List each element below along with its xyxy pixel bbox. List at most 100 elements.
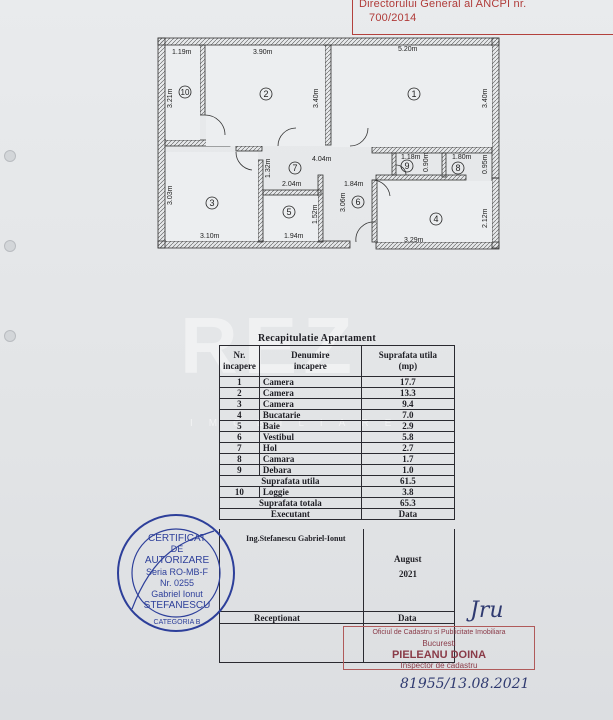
- stamp-line7: STEFANESCU: [143, 600, 211, 611]
- wall-hol-5: [262, 189, 322, 196]
- stamp-line5: Nr. 0255: [159, 578, 195, 588]
- dimension-label: 3.40m: [482, 88, 489, 108]
- binder-hole: [4, 150, 16, 162]
- cell-name: Bucatarie: [258, 409, 362, 421]
- divider: [363, 611, 364, 662]
- header-name: Denumire incapere: [258, 345, 362, 377]
- cell-area: 3.8: [360, 486, 455, 498]
- cell-nr: 6: [219, 431, 260, 443]
- cell-name: Baie: [258, 420, 362, 432]
- dimension-label: 1.52m: [312, 204, 319, 224]
- room-number: 8: [455, 163, 460, 173]
- cell-nr: 5: [219, 420, 260, 432]
- cell-area: 1.7: [360, 453, 455, 465]
- handwritten-signature: Jru: [470, 598, 504, 623]
- dimension-label: 1.94m: [284, 233, 304, 240]
- binder-holes: [4, 150, 18, 410]
- dimension-label: 3.10m: [200, 233, 220, 240]
- cell-nr: 4: [219, 409, 260, 421]
- cell-nr: 1: [219, 376, 260, 388]
- handwritten-registration-number: 81955/13.08.2021: [400, 676, 530, 692]
- cell-nr: 3: [219, 398, 260, 410]
- date-month: August: [394, 554, 422, 564]
- useful-area-value: 61.5: [360, 475, 455, 487]
- total-area-row: Suprafata totala 65.3: [219, 497, 455, 509]
- wall-bottom-right: [375, 241, 500, 250]
- room-number: 5: [286, 207, 291, 217]
- loggia-row: 10 Loggie 3.8: [219, 486, 455, 498]
- header-name-line2: incapere: [293, 361, 327, 371]
- executant-name: Ing.Stefanescu Gabriel-Ionut: [246, 534, 346, 543]
- cell-nr: 9: [219, 464, 260, 476]
- cell-nr: 7: [219, 442, 260, 454]
- cell-area: 2.7: [360, 442, 455, 454]
- room-number: 6: [355, 197, 360, 207]
- binder-hole: [4, 330, 16, 342]
- door-arc: [349, 127, 369, 147]
- stamp-rings: [117, 514, 235, 632]
- date-year: 2021: [399, 569, 417, 579]
- dimension-label: 1.18m: [401, 154, 421, 161]
- total-area-label: Suprafata totala: [219, 497, 362, 509]
- cell-area: 7.0: [360, 409, 455, 421]
- cadastre-office-stamp: Oficiul de Cadastru si Publicitate Imobi…: [343, 626, 535, 670]
- dimension-label: 4.04m: [312, 156, 332, 163]
- dimension-label: 2.12m: [482, 208, 489, 228]
- stamp-line6: Gabriel Ionut: [151, 589, 203, 599]
- cell-name: Camera: [258, 376, 362, 388]
- cell-nr: 2: [219, 387, 260, 399]
- room-number: 4: [433, 214, 438, 224]
- cell-area: 17.7: [360, 376, 455, 388]
- divider: [220, 611, 454, 612]
- wall-left: [157, 37, 166, 249]
- useful-area-row: Suprafata utila 61.5: [219, 475, 455, 487]
- receptionat-label: Receptionat: [254, 613, 300, 623]
- dimension-label: 3.06m: [340, 192, 347, 212]
- room-number: 9: [404, 161, 409, 171]
- dimension-label: 3.21m: [167, 88, 174, 108]
- office-line3: PIELEANU DOINA: [391, 649, 487, 661]
- wall-3-5: [257, 159, 264, 243]
- dimension-label: 1.80m: [452, 154, 472, 161]
- wall-9-left: [391, 152, 397, 176]
- wall-4-top: [375, 174, 467, 181]
- header-area-line1: Suprafata utila: [378, 350, 437, 360]
- useful-area-label: Suprafata utila: [219, 475, 362, 487]
- office-line2: Bucuresti: [422, 639, 456, 648]
- executant-header-row: Executant Data: [219, 508, 455, 520]
- dimension-label: 5.20m: [398, 46, 418, 53]
- cell-nr: 10: [219, 486, 260, 498]
- floor-plan-drawing: 1.19m 3.90m 5.20m 3.21m 3.40m 3.40m 4.04…: [157, 37, 500, 250]
- divider: [363, 529, 364, 611]
- dimension-label: 1.84m: [344, 181, 364, 188]
- room-number: 3: [209, 198, 214, 208]
- door-arc: [277, 127, 297, 147]
- wall-1-hall: [371, 146, 493, 154]
- wall-right-lower: [491, 177, 500, 249]
- binder-hole: [4, 240, 16, 252]
- dimension-label: 3.90m: [253, 49, 273, 56]
- cell-area: 13.3: [360, 387, 455, 399]
- door-arc: [371, 179, 391, 197]
- header-nr-line1: Nr.: [233, 350, 246, 360]
- dimension-label: 3.40m: [313, 88, 320, 108]
- data-label-2: Data: [398, 613, 417, 623]
- wall-2-1: [324, 44, 332, 146]
- cell-area: 5.8: [360, 431, 455, 443]
- door-arc: [204, 114, 226, 136]
- dimension-label: 0.95m: [482, 154, 489, 174]
- cell-name: Camera: [258, 387, 362, 399]
- header-area: Suprafata utila (mp): [360, 345, 455, 377]
- authorization-stamp: CERTIFICAT DE AUTORIZARE Seria RO-MB-F N…: [114, 511, 238, 635]
- cell-name: Vestibul: [258, 431, 362, 443]
- wall-right-upper: [491, 37, 500, 179]
- wall-6-4: [371, 179, 378, 243]
- header-stamp-line2: 700/2014: [369, 12, 417, 24]
